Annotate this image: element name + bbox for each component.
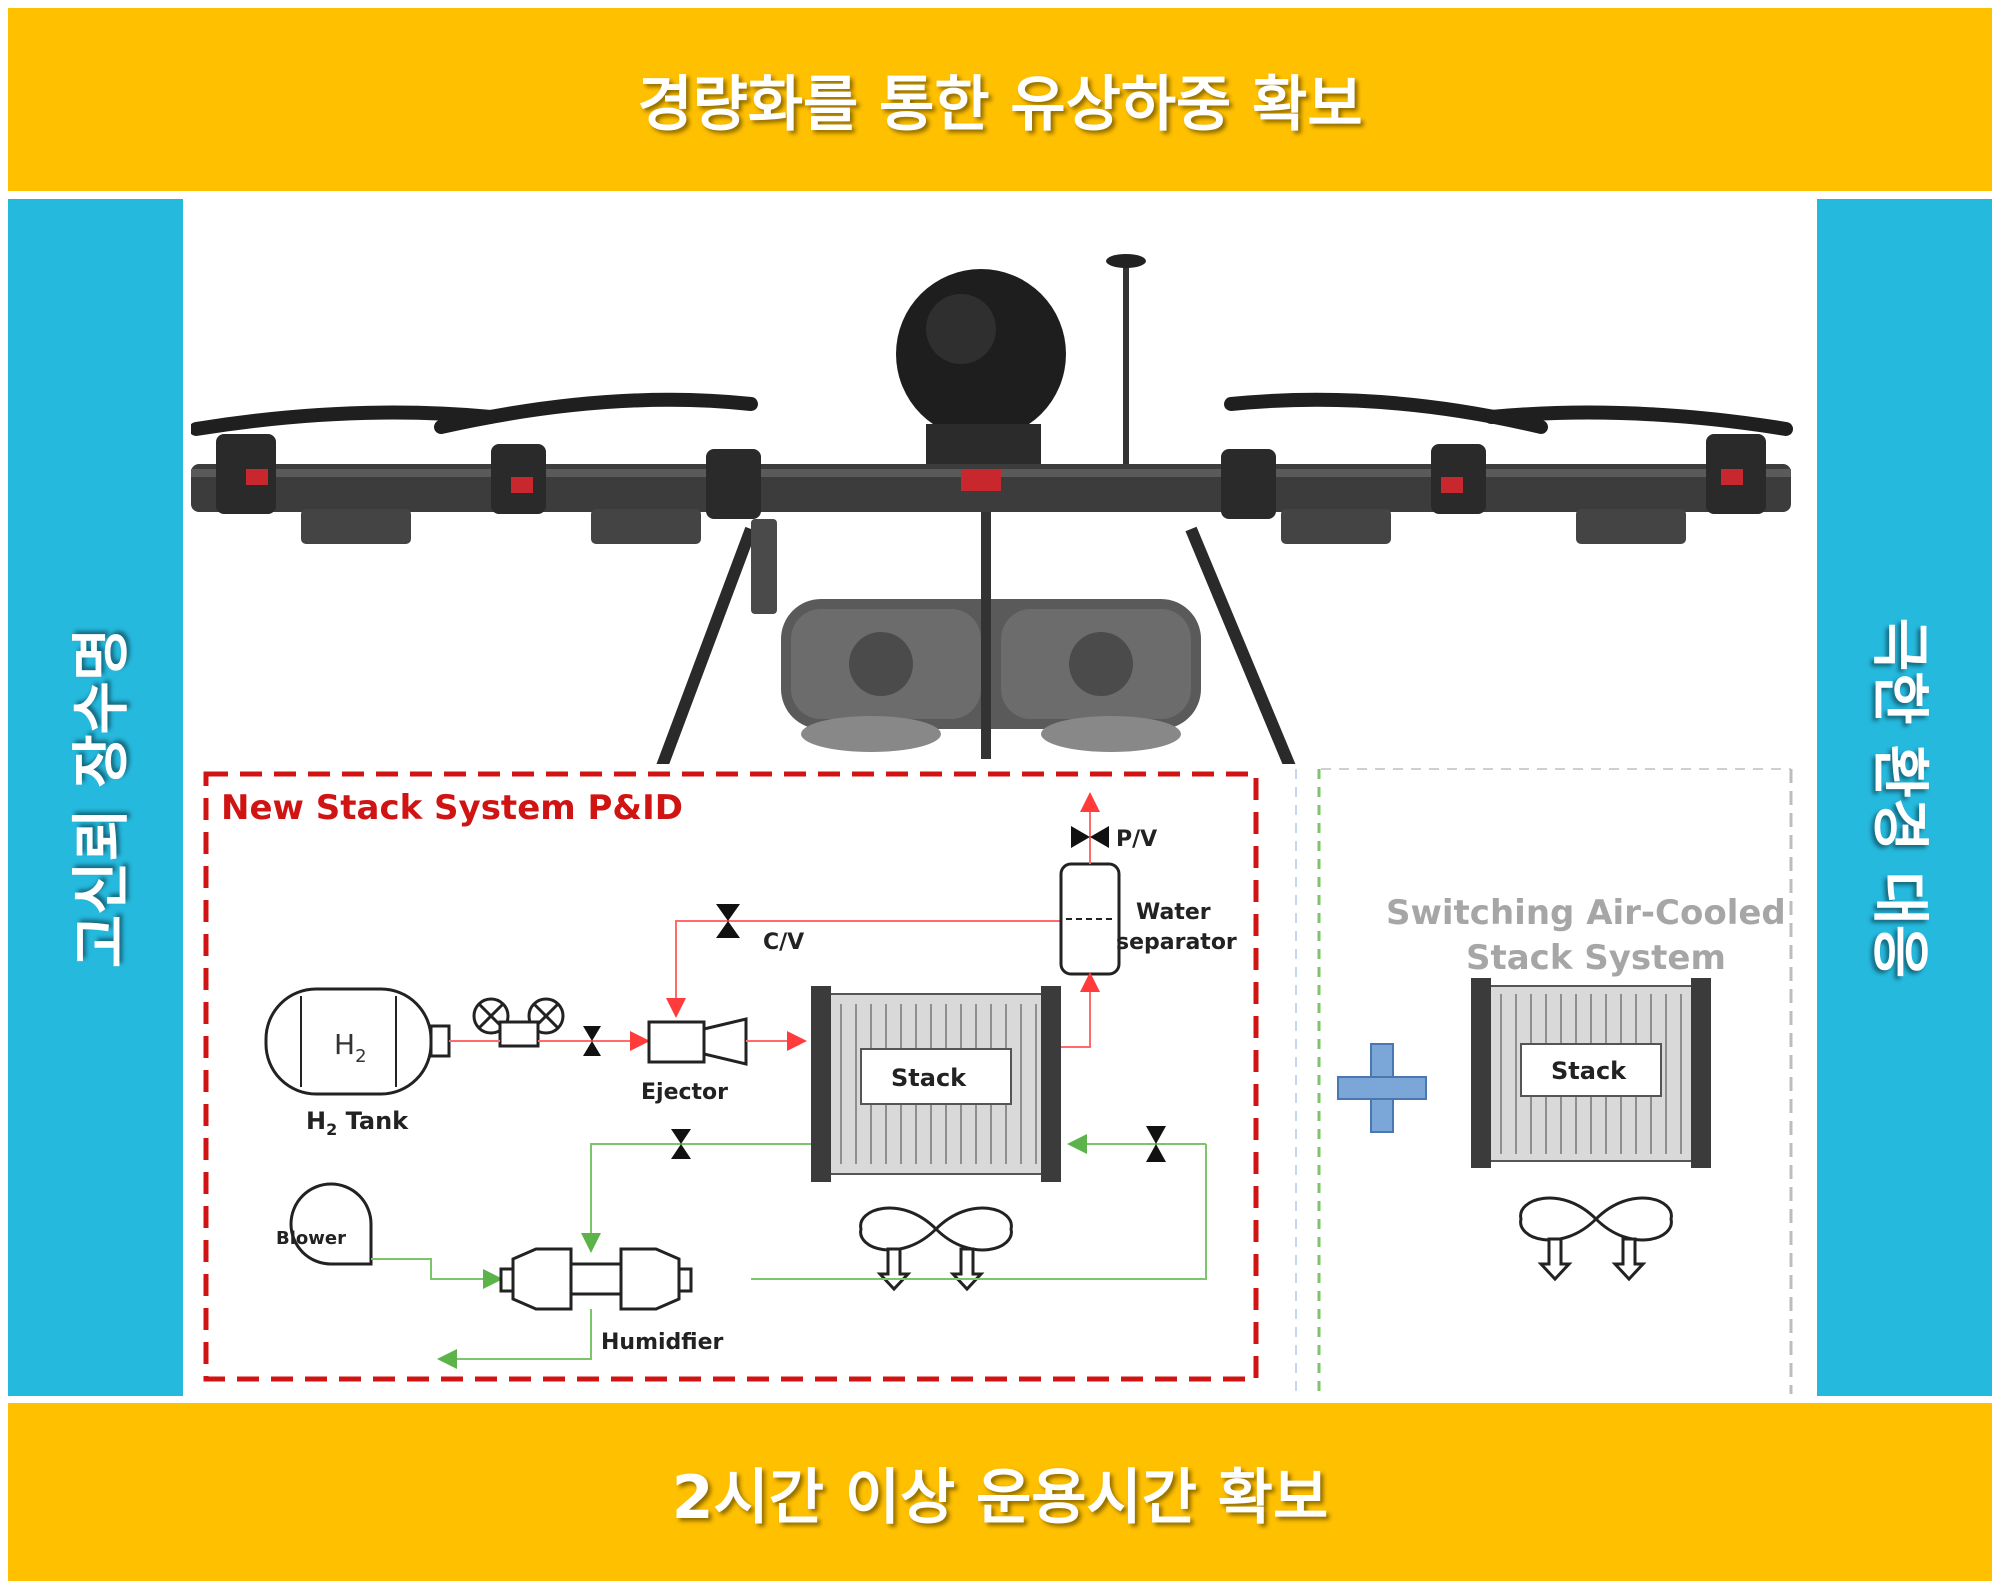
humidifier-label: Humidfier bbox=[601, 1330, 724, 1355]
cv-label: C/V bbox=[763, 930, 804, 955]
regulator-icon bbox=[472, 997, 565, 1048]
pressure-valve-icon bbox=[1071, 826, 1109, 848]
h2-tank: H2 H2 Tank bbox=[264, 987, 451, 1139]
footer-title: 2시간 이상 운용시간 확보 bbox=[671, 1462, 1329, 1533]
plus-icon bbox=[1337, 1043, 1427, 1133]
air-cooled-title-1: Switching Air-Cooled bbox=[1386, 893, 1786, 933]
check-valve-icon bbox=[716, 904, 740, 938]
stack-air-cooled-label: Stack bbox=[1551, 1057, 1627, 1085]
blower: Blower bbox=[276, 1182, 373, 1266]
svg-text:H2 Tank: H2 Tank bbox=[306, 1107, 409, 1139]
ejector: Ejector bbox=[641, 1017, 748, 1105]
drone-image bbox=[189, 199, 1809, 772]
pv-label: P/V bbox=[1116, 827, 1157, 852]
drone-illustration bbox=[189, 254, 1793, 772]
water-sep-label-2: separator bbox=[1116, 930, 1237, 955]
pid-diagram: New Stack System P&ID H2 H2 Tank bbox=[191, 764, 1809, 1396]
center-panel: New Stack System P&ID H2 H2 Tank bbox=[189, 199, 1809, 1396]
stack-main-label: Stack bbox=[891, 1064, 967, 1092]
svg-text:H2: H2 bbox=[334, 1028, 367, 1067]
tank-label-sub: 2 bbox=[326, 1120, 337, 1139]
tank-symbol: H bbox=[334, 1028, 355, 1061]
tank-label: H bbox=[306, 1107, 326, 1135]
humidifier: Humidfier bbox=[499, 1247, 724, 1355]
water-sep-label-1: Water bbox=[1136, 900, 1211, 925]
tank-label-rest: Tank bbox=[337, 1107, 409, 1135]
h2-valve-icon bbox=[583, 1026, 601, 1056]
ejector-label: Ejector bbox=[641, 1080, 728, 1105]
header-title: 경량화를 통한 유상하중 확보 bbox=[637, 70, 1363, 140]
left-banner: 고신뢰 장수명 bbox=[8, 199, 183, 1396]
water-separator: Water separator bbox=[1059, 862, 1237, 976]
pid-title: New Stack System P&ID bbox=[221, 788, 683, 828]
left-banner-label: 고신뢰 장수명 bbox=[66, 627, 135, 968]
fan-icon bbox=[859, 1206, 1013, 1292]
air-cooled-title-2: Stack System bbox=[1466, 938, 1726, 978]
blower-label: Blower bbox=[276, 1228, 346, 1249]
footer-banner: 2시간 이상 운용시간 확보 bbox=[8, 1403, 1992, 1581]
header-banner: 경량화를 통한 유상하중 확보 bbox=[8, 8, 1992, 191]
stack-air-cooled: Stack bbox=[1471, 978, 1711, 1168]
air-valve-icon bbox=[671, 1129, 691, 1159]
tank-subscript: 2 bbox=[355, 1046, 366, 1067]
right-banner-label: 극한 환경 대응 bbox=[1865, 617, 1934, 978]
right-banner: 극한 환경 대응 bbox=[1817, 199, 1992, 1396]
pid-svg: New Stack System P&ID H2 H2 Tank bbox=[203, 768, 1793, 1394]
air-outlet-valve-icon bbox=[1146, 1126, 1166, 1162]
fan-icon-air-cooled bbox=[1519, 1196, 1673, 1282]
stack-main: Stack bbox=[811, 986, 1061, 1182]
pid-frame bbox=[203, 771, 1259, 1382]
